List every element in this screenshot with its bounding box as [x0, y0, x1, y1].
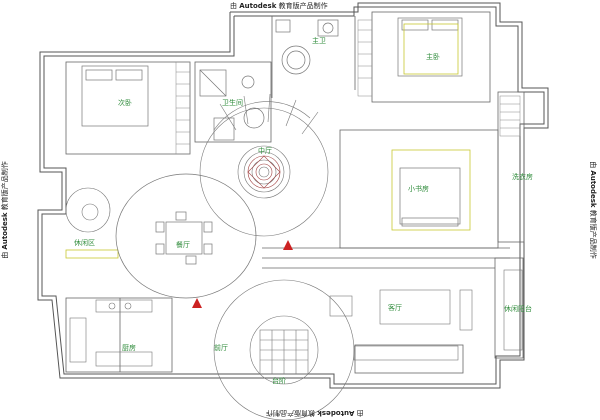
room-label-living-room: 客厅 — [388, 304, 402, 312]
room-label-foyer: 前厅 — [214, 344, 228, 352]
ceiling-fixtures — [65, 23, 471, 259]
room-label-leisure: 休闲区 — [74, 239, 95, 247]
watermark-prefix: 由 — [588, 161, 597, 169]
watermark-brand: Autodesk — [0, 212, 9, 250]
wardrobe-cabinets — [175, 19, 521, 155]
leisure-area — [65, 187, 111, 233]
watermark-suffix: 教育版产品制作 — [588, 209, 597, 259]
watermark-suffix: 教育版产品制作 — [266, 409, 315, 417]
room-label-master-bath: 主卫 — [312, 37, 326, 45]
room-label-bathroom: 卫生间 — [222, 99, 243, 107]
room-label-kitchen: 厨房 — [122, 344, 136, 352]
watermark-bottom: 由 Autodesk 教育版产品制作 — [266, 408, 364, 418]
room-label-laundry: 洗衣房 — [512, 173, 533, 181]
dining-area — [115, 173, 257, 299]
room-label-central-hall: 中厅 — [258, 147, 272, 155]
room-label-dining: 餐厅 — [176, 241, 190, 249]
medallion-pattern — [247, 155, 281, 189]
interior-walls — [65, 11, 525, 374]
watermark-suffix: 教育版产品制作 — [278, 2, 328, 10]
foyer-balcony — [213, 279, 355, 420]
living-furniture — [329, 269, 523, 361]
room-label-stair: 台阶 — [272, 377, 286, 385]
watermark-suffix: 教育版产品制作 — [0, 161, 9, 211]
watermark-prefix: 由 — [356, 409, 364, 417]
central-hall — [199, 93, 329, 237]
room-label-master-bedroom: 主卧 — [426, 53, 440, 61]
watermark-top: 由 Autodesk 教育版产品制作 — [230, 1, 328, 11]
watermark-right: 由 Autodesk 教育版产品制作 — [588, 161, 598, 259]
watermark-brand: Autodesk — [317, 409, 355, 417]
exterior-walls — [37, 2, 549, 389]
room-label-second-bedroom: 次卧 — [118, 99, 132, 107]
watermark-brand: Autodesk — [588, 170, 597, 208]
bed-furniture — [81, 17, 463, 227]
room-label-small-study: 小书房 — [408, 185, 429, 193]
room-label-balcony: 休闲阳台 — [504, 305, 532, 313]
kitchen-fixtures — [69, 299, 153, 367]
direction-arrows — [192, 240, 293, 308]
watermark-brand: Autodesk — [239, 2, 277, 10]
watermark-left: 由 Autodesk 教育版产品制作 — [0, 161, 10, 259]
watermark-prefix: 由 — [0, 251, 9, 259]
watermark-prefix: 由 — [230, 2, 237, 10]
